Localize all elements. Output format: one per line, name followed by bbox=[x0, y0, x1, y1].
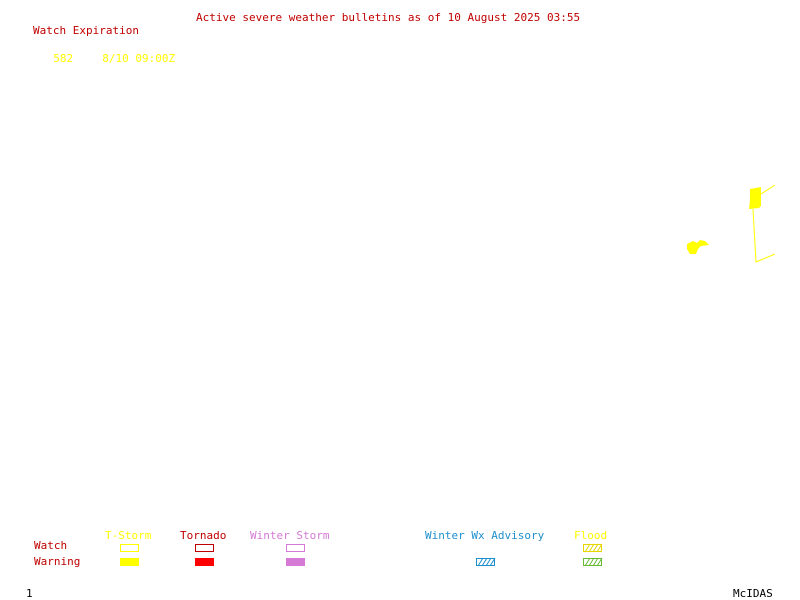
credit-label: McIDAS bbox=[733, 587, 773, 600]
watch-area-582[interactable] bbox=[687, 184, 776, 263]
watch-number: 582 bbox=[53, 52, 74, 65]
legend-row-label-warning: Warning bbox=[34, 555, 81, 568]
legend-label-winter-wx-advisory: Winter Wx Advisory bbox=[425, 529, 545, 542]
legend-row-label-watch: Watch bbox=[34, 539, 68, 552]
legend-swatch-tstorm-watch bbox=[120, 544, 139, 552]
watch-polygon-north bbox=[749, 187, 761, 209]
watch-table-heading: Watch Expiration bbox=[33, 24, 139, 37]
legend-label-flood: Flood bbox=[574, 529, 608, 542]
watch-polygon-south bbox=[687, 240, 709, 254]
legend-swatch-flood-warning bbox=[583, 557, 603, 567]
watch-boundary-line bbox=[752, 208, 776, 263]
legend-swatch-winter-storm-warning bbox=[286, 558, 305, 566]
watch-expiration: 8/10 09:00Z bbox=[102, 52, 176, 65]
legend-swatch-winter-wx-advisory-warning bbox=[476, 557, 496, 567]
legend-swatch-tornado-warning bbox=[195, 558, 214, 566]
legend-swatch-tornado-watch bbox=[195, 544, 214, 552]
watch-boundary-line bbox=[760, 184, 776, 195]
legend-swatch-winter-storm-watch bbox=[286, 544, 305, 552]
legend-label-tornado: Tornado bbox=[180, 529, 227, 542]
legend-label-tstorm: T-Storm bbox=[105, 529, 152, 542]
frame-number: 1 bbox=[26, 587, 33, 600]
page-title: Active severe weather bulletins as of 10… bbox=[196, 11, 581, 24]
legend-swatch-flood-watch bbox=[583, 543, 603, 553]
legend-swatch-tstorm-warning bbox=[120, 558, 139, 566]
legend-label-winter-storm: Winter Storm bbox=[250, 529, 330, 542]
watch-row[interactable]: 582 8/10 09:00Z bbox=[40, 41, 175, 65]
